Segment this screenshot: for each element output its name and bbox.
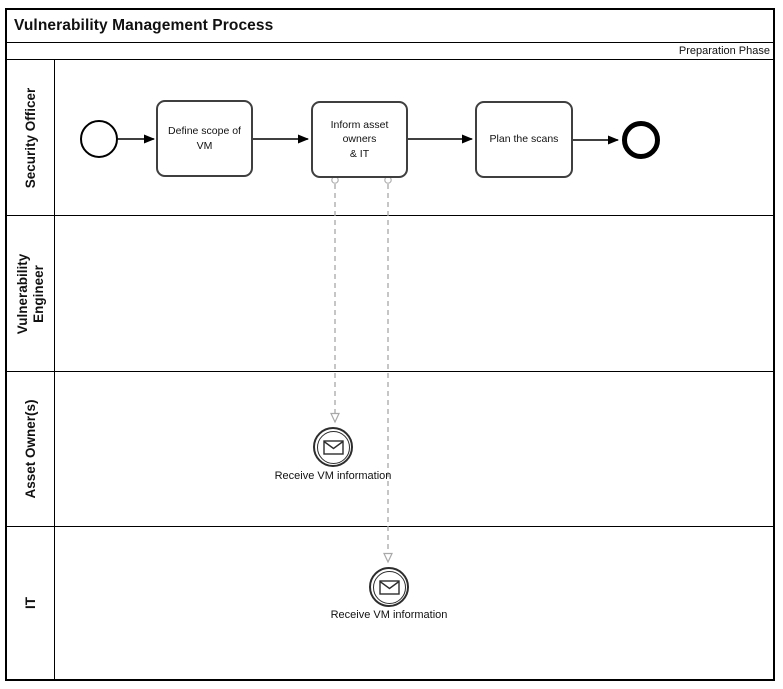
lane-label-vulnerability-engineer: Vulnerability Engineer — [14, 253, 46, 334]
lane-vulnerability-engineer: Vulnerability Engineer — [7, 216, 773, 372]
envelope-icon — [378, 579, 400, 595]
message-catch-event-asset-owners[interactable] — [313, 427, 353, 467]
lane-it: IT — [7, 527, 773, 679]
lane-label-security-officer: Security Officer — [22, 87, 38, 188]
event-inner-ring — [372, 570, 406, 604]
lanes-container: Security Officer Vulnerability Engineer … — [7, 60, 773, 679]
envelope-icon — [322, 439, 344, 455]
lane-security-officer: Security Officer — [7, 60, 773, 216]
lane-body-asset-owners — [55, 372, 773, 526]
pool-title: Vulnerability Management Process — [14, 17, 274, 34]
end-event[interactable] — [622, 121, 660, 159]
phase-band: Preparation Phase — [7, 43, 773, 60]
lane-label-it: IT — [22, 597, 38, 609]
lane-label-asset-owners: Asset Owner(s) — [22, 399, 38, 499]
lane-label-cell: Asset Owner(s) — [7, 372, 55, 526]
message-event-label: Receive VM information — [274, 470, 392, 482]
pool-title-band: Vulnerability Management Process — [7, 10, 773, 43]
event-inner-ring — [316, 430, 350, 464]
phase-label: Preparation Phase — [678, 45, 770, 57]
lane-label-cell: Vulnerability Engineer — [7, 216, 55, 371]
start-event[interactable] — [80, 120, 118, 158]
message-catch-event-it[interactable] — [369, 567, 409, 607]
lane-label-cell: IT — [7, 527, 55, 679]
lane-body-vulnerability-engineer — [55, 216, 773, 371]
lane-label-cell: Security Officer — [7, 60, 55, 215]
task-inform-asset-owners-it[interactable]: Inform asset owners & IT — [311, 101, 408, 178]
task-define-scope-of-vm[interactable]: Define scope of VM — [156, 100, 253, 177]
task-plan-the-scans[interactable]: Plan the scans — [475, 101, 573, 178]
message-event-label: Receive VM information — [330, 609, 448, 621]
lane-body-it — [55, 527, 773, 679]
lane-asset-owners: Asset Owner(s) — [7, 372, 773, 527]
